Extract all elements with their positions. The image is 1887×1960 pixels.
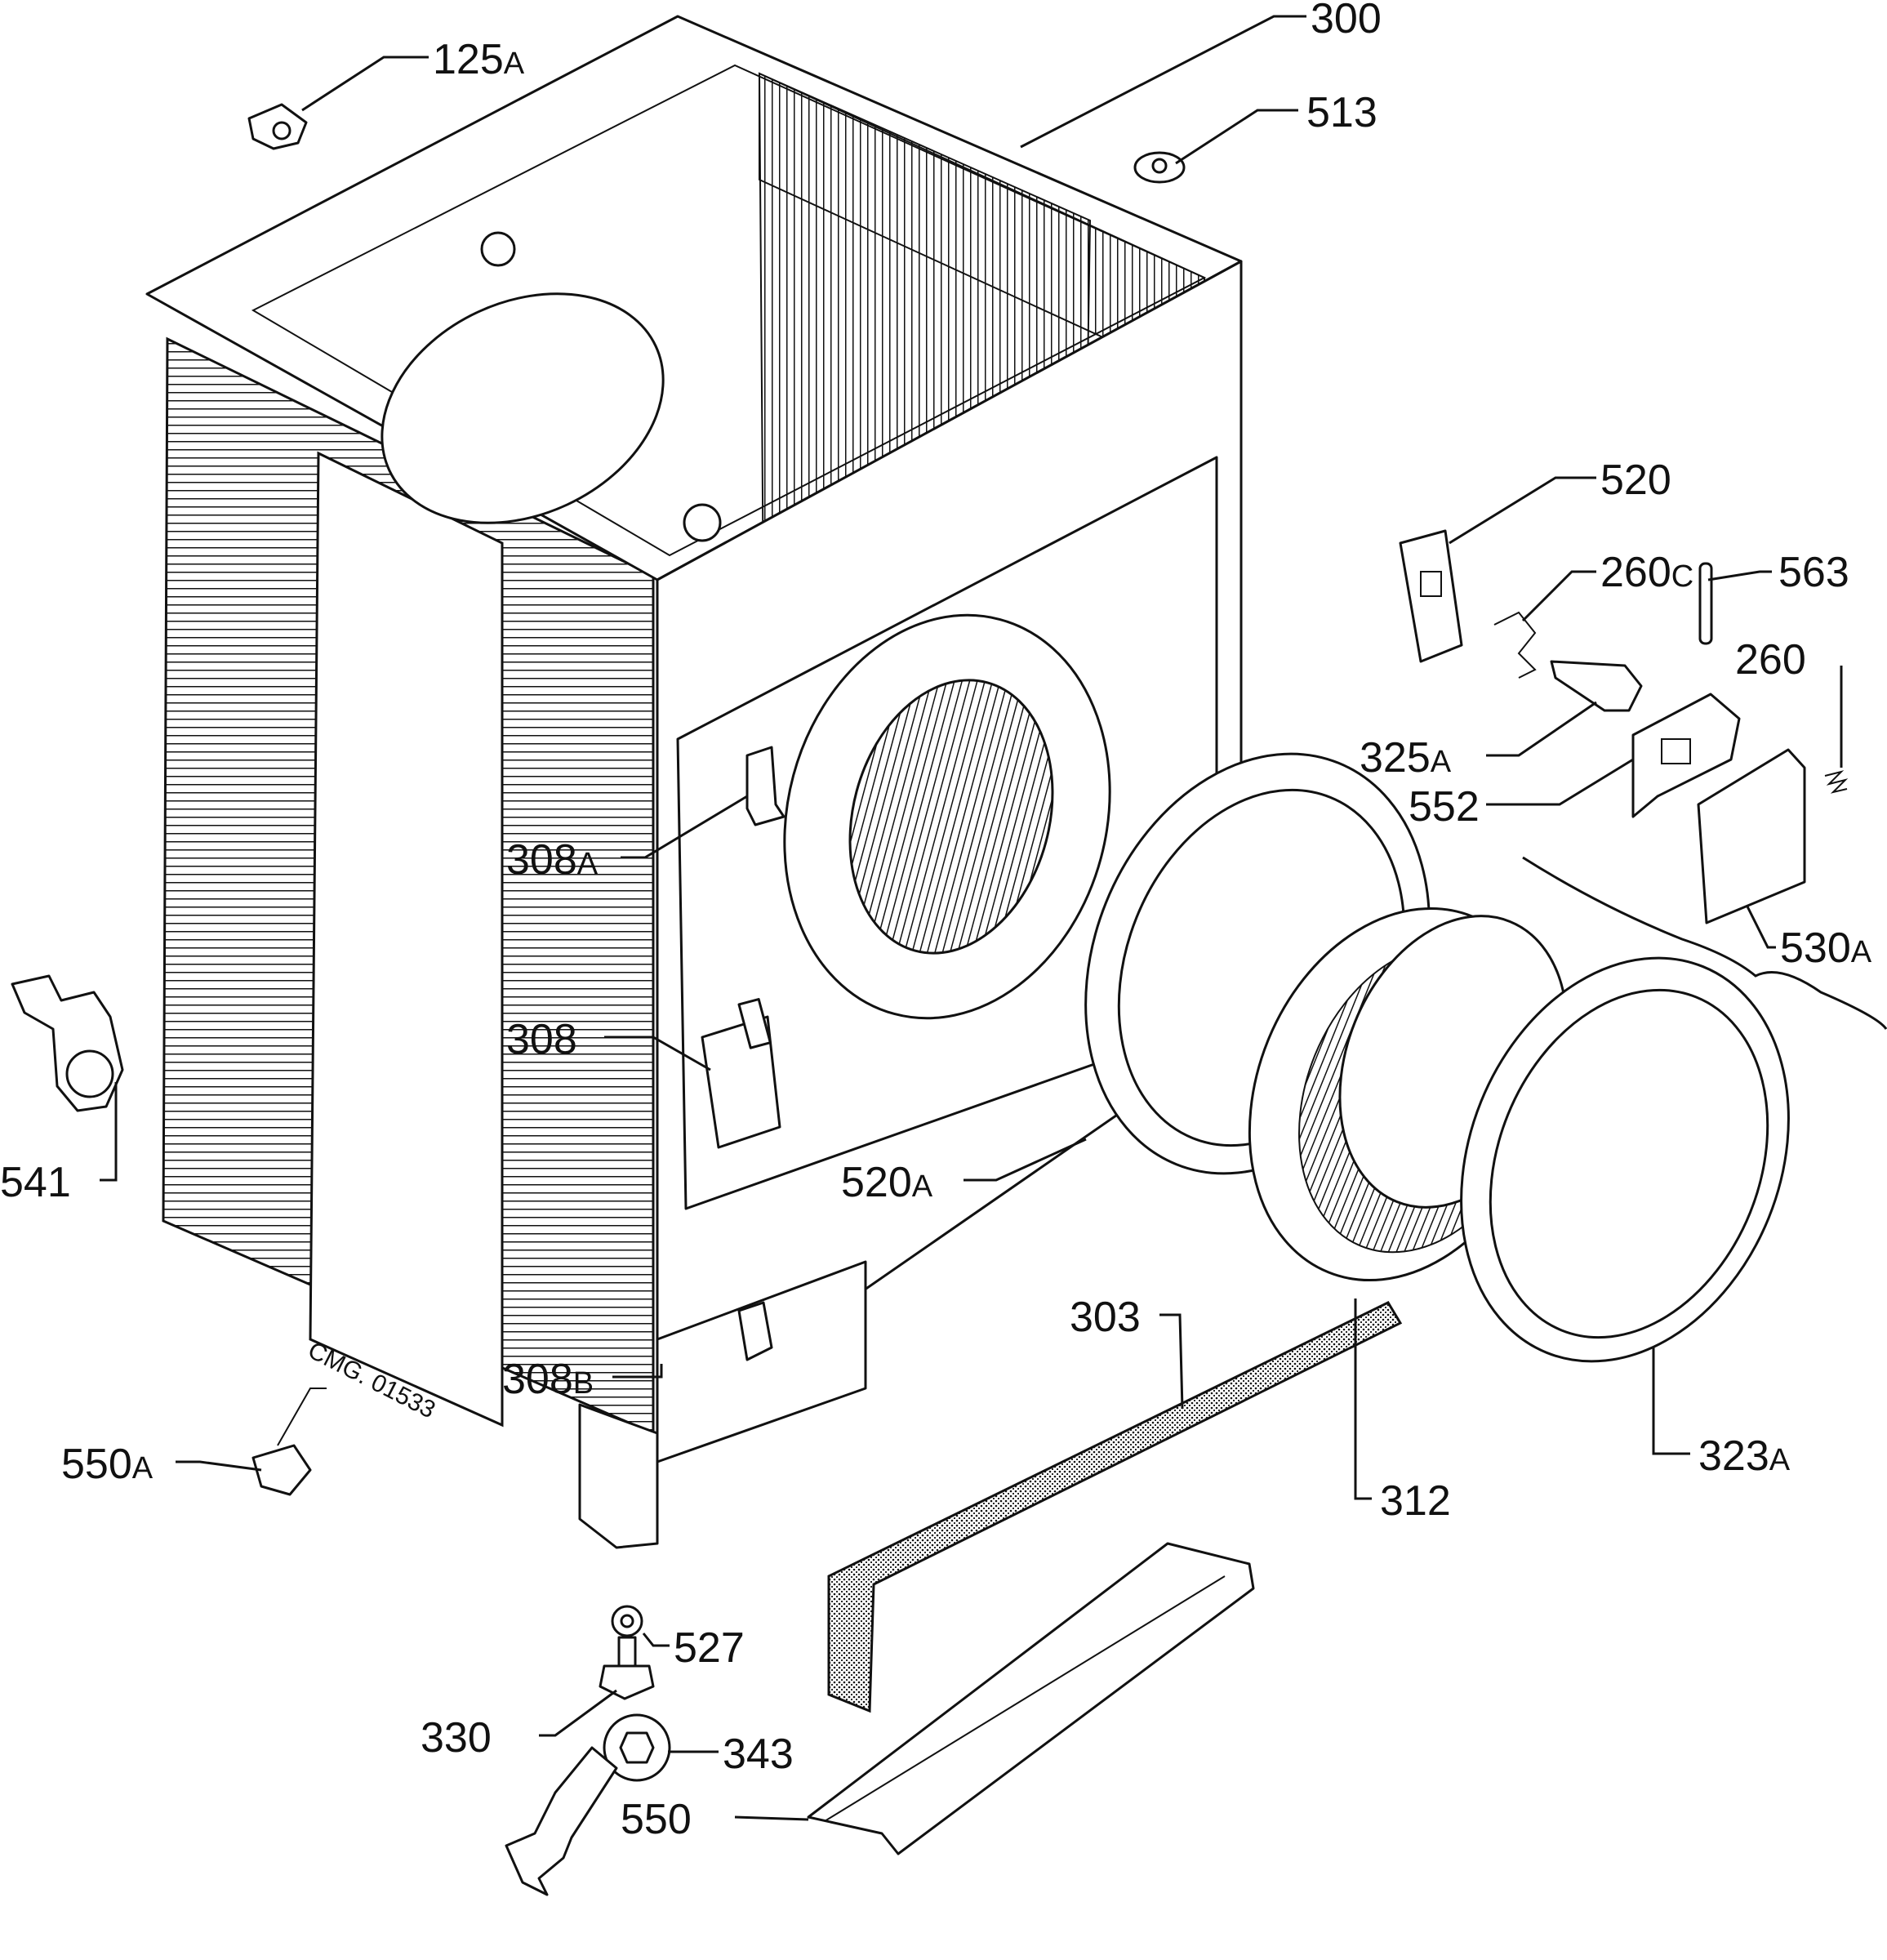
callout-308b: 308B	[502, 1356, 594, 1403]
callout-563: 563	[1778, 549, 1849, 596]
leader-541	[100, 1082, 118, 1182]
cabinet-rear-boss-bottom	[683, 503, 722, 542]
callout-260c: 260C	[1600, 549, 1693, 596]
leader-125a	[301, 56, 429, 112]
leader-300	[1020, 15, 1306, 149]
wrench-343	[505, 1713, 671, 1896]
door-hinge-bracket-308a	[745, 746, 786, 826]
callout-325a: 325A	[1360, 734, 1452, 782]
leader-308a	[621, 795, 748, 859]
hinge-520	[1399, 529, 1463, 663]
leader-552	[1486, 758, 1634, 806]
callout-530a: 530A	[1780, 924, 1872, 972]
kick-plate-550	[807, 1542, 1255, 1855]
callout-labels: 300 125A 513 520 260C 563 260 325A 552 5…	[0, 0, 1872, 1843]
door-lock-bracket-308	[701, 998, 781, 1149]
callout-308: 308	[506, 1016, 577, 1063]
callout-520a: 520A	[841, 1159, 933, 1206]
washer-527	[611, 1605, 643, 1637]
callout-330: 330	[421, 1714, 492, 1762]
latch-552	[1631, 693, 1741, 818]
callout-550a: 550A	[61, 1441, 154, 1488]
cabinet-front-porthole-inner	[848, 679, 1054, 955]
foot-bracket-550a	[251, 1388, 327, 1496]
leader-308	[604, 1036, 711, 1071]
door-hinge-bracket-308b	[737, 1301, 773, 1361]
leveling-foot-330	[599, 1636, 655, 1700]
leader-312	[1354, 1298, 1372, 1500]
callout-125a: 125A	[433, 36, 525, 83]
callout-312: 312	[1380, 1477, 1451, 1525]
plinth-panel-303	[827, 1301, 1403, 1713]
leader-303	[1159, 1313, 1184, 1410]
cabinet-plinth-corner	[578, 1403, 659, 1549]
leader-513	[1175, 109, 1298, 165]
leader-308b	[612, 1364, 663, 1379]
clip-125a	[247, 103, 308, 150]
pin-563	[1698, 562, 1713, 645]
leader-550a	[176, 1460, 262, 1472]
callout-541: 541	[0, 1159, 71, 1206]
callout-300: 300	[1311, 0, 1382, 42]
callout-343: 343	[723, 1731, 794, 1778]
callout-520: 520	[1600, 457, 1671, 504]
callout-527: 527	[674, 1624, 745, 1672]
leader-lines	[100, 15, 1843, 1821]
cabinet-rear-boss-top	[480, 231, 516, 267]
callout-303: 303	[1070, 1294, 1141, 1341]
callout-550: 550	[621, 1796, 692, 1843]
door-outer-ring-323a	[1460, 956, 1790, 1363]
cabinet-300	[145, 15, 1243, 1549]
callout-552: 552	[1409, 783, 1480, 831]
leader-520a	[964, 1138, 1087, 1182]
leader-260c	[1521, 570, 1596, 622]
hose-clamp-541	[11, 974, 124, 1112]
leader-527	[642, 1633, 670, 1647]
handle-cover-530a	[1697, 748, 1806, 924]
spring-260c	[1493, 611, 1537, 679]
grommet-513	[1133, 151, 1186, 184]
callout-308a: 308A	[506, 836, 599, 884]
callout-323a: 323A	[1698, 1432, 1791, 1480]
spring-260	[1824, 770, 1849, 794]
leader-530a	[1746, 906, 1776, 949]
callout-260: 260	[1735, 636, 1806, 684]
cabinet-plinth	[656, 1260, 867, 1463]
cabinet-side-inner-panel	[309, 451, 504, 1428]
cabinet-rear-drum-hole	[381, 292, 665, 524]
leader-323a	[1652, 1348, 1690, 1455]
callout-513: 513	[1306, 89, 1377, 136]
leader-563	[1707, 570, 1772, 581]
door-glass-312	[1248, 906, 1569, 1282]
assembly-brace	[1522, 856, 1887, 1030]
leader-330	[539, 1689, 617, 1737]
leader-550	[734, 1815, 809, 1821]
leader-520	[1449, 476, 1596, 545]
leader-325a	[1486, 701, 1597, 757]
lever-325a	[1550, 660, 1643, 712]
